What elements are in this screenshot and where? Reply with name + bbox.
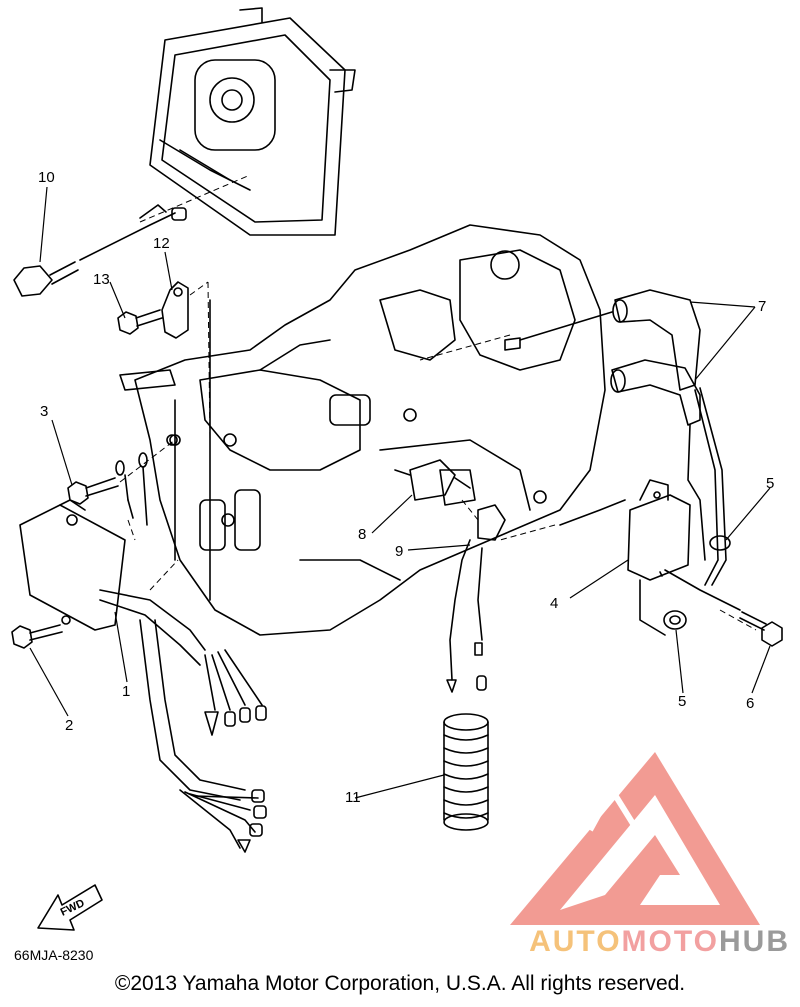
thermo-sensor xyxy=(394,459,471,501)
watermark-hub: HUB xyxy=(719,925,790,958)
fwd-arrow xyxy=(37,884,103,931)
bolt-6 xyxy=(739,611,783,647)
label-part-9: 9 xyxy=(395,543,404,560)
bolt-3 xyxy=(67,434,178,526)
bolt-13 xyxy=(117,309,163,335)
watermark-auto: AUTO xyxy=(529,925,622,958)
copyright-notice: ©2013 Yamaha Motor Corporation, U.S.A. A… xyxy=(114,972,686,995)
label-part-10: 10 xyxy=(38,169,55,186)
bolt-2 xyxy=(11,615,71,649)
watermark-brand: AUTOMOTOHUB xyxy=(529,925,790,959)
engine-block xyxy=(119,224,606,636)
leader-dashed-lines xyxy=(119,174,757,631)
spark-plug-cap-lower xyxy=(610,359,706,561)
cdi-unit xyxy=(19,499,267,853)
grommet-5-lower xyxy=(663,610,687,630)
label-part-7: 7 xyxy=(758,298,767,315)
hose-11 xyxy=(443,713,489,831)
clamp-12 xyxy=(161,281,189,339)
label-part-5-lower: 5 xyxy=(678,693,687,710)
plug-10 xyxy=(13,204,187,297)
label-part-6: 6 xyxy=(746,695,755,712)
label-part-12: 12 xyxy=(153,235,170,252)
label-part-5-upper: 5 xyxy=(766,475,775,492)
grommet-5-upper xyxy=(694,387,731,586)
watermark-moto: MOTO xyxy=(621,925,719,958)
drawing-code: 66MJA-8230 xyxy=(14,947,94,963)
ignition-coil xyxy=(559,479,741,636)
label-part-8: 8 xyxy=(358,526,367,543)
label-part-4: 4 xyxy=(550,595,559,612)
label-part-1: 1 xyxy=(122,683,131,700)
top-cover xyxy=(149,7,356,236)
label-part-13: 13 xyxy=(93,271,110,288)
cap-9 xyxy=(446,504,506,693)
label-part-11: 11 xyxy=(345,789,361,806)
watermark-logo-icon xyxy=(510,752,760,925)
label-part-3: 3 xyxy=(40,403,49,420)
spark-plug-cap-upper xyxy=(504,289,701,391)
label-leaders xyxy=(29,186,771,799)
label-part-2: 2 xyxy=(65,717,74,734)
